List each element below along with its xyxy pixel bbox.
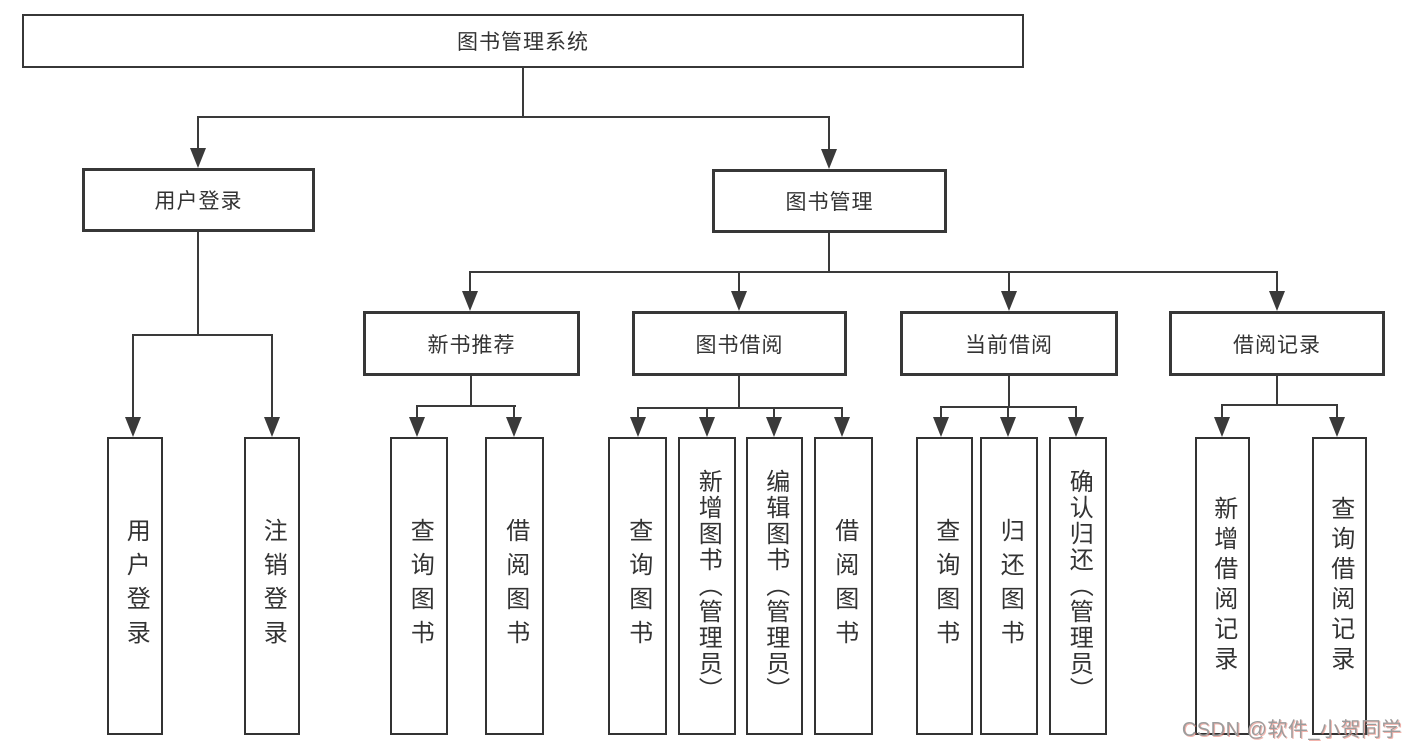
- leaf-add-books-admin: 新增图书（管理员）: [678, 437, 736, 735]
- connector-line: [1008, 376, 1010, 408]
- connector-line: [1075, 406, 1077, 418]
- connector-line: [738, 376, 740, 409]
- arrow-down-icon: [1329, 417, 1345, 437]
- leaf-borrow-books-recommend: 借阅图书: [485, 437, 544, 735]
- connector-line: [637, 407, 843, 409]
- node-book-management-label: 图书管理: [785, 191, 874, 214]
- leaf-user-login-label: 用户登录: [122, 518, 150, 654]
- connector-line: [271, 334, 273, 417]
- node-borrow-records-label: 借阅记录: [1233, 333, 1321, 357]
- arrow-down-icon: [731, 291, 747, 311]
- arrow-down-icon: [1001, 291, 1017, 311]
- node-current-borrow: 当前借阅: [900, 311, 1118, 376]
- connector-line: [1221, 404, 1223, 418]
- arrow-down-icon: [409, 417, 425, 437]
- leaf-borrow-books-recommend-label: 借阅图书: [501, 518, 529, 654]
- connector-line: [828, 233, 830, 273]
- connector-line: [197, 116, 830, 118]
- node-book-management: 图书管理: [712, 169, 947, 233]
- connector-line: [416, 405, 516, 407]
- connector-line: [469, 271, 471, 293]
- node-new-book-recommend: 新书推荐: [363, 311, 580, 376]
- connector-line: [1007, 406, 1009, 418]
- connector-line: [470, 376, 472, 407]
- connector-line: [940, 406, 942, 418]
- arrow-down-icon: [190, 148, 206, 168]
- arrow-down-icon: [766, 417, 782, 437]
- connector-line: [738, 271, 740, 293]
- arrow-down-icon: [264, 417, 280, 437]
- node-root-label: 图书管理系统: [457, 31, 589, 54]
- connector-line: [132, 334, 134, 417]
- leaf-query-books-recommend-label: 查询图书: [406, 518, 434, 654]
- connector-line: [197, 232, 199, 336]
- node-book-borrow-label: 图书借阅: [695, 333, 784, 357]
- arrow-down-icon: [125, 417, 141, 437]
- arrow-down-icon: [1068, 417, 1084, 437]
- leaf-logout-label: 注销登录: [259, 518, 287, 654]
- arrow-down-icon: [1000, 417, 1016, 437]
- connector-line: [1221, 404, 1338, 406]
- leaf-query-books-current-label: 查询图书: [931, 518, 959, 654]
- leaf-add-borrow-record-label: 新增借阅记录: [1209, 496, 1237, 676]
- arrow-down-icon: [506, 417, 522, 437]
- connector-line: [773, 407, 775, 418]
- connector-line: [637, 407, 639, 418]
- arrow-down-icon: [630, 417, 646, 437]
- node-new-book-recommend-label: 新书推荐: [427, 333, 516, 357]
- leaf-add-books-admin-label: 新增图书（管理员）: [694, 469, 722, 703]
- leaf-query-books-borrow: 查询图书: [608, 437, 667, 735]
- leaf-query-books-recommend: 查询图书: [390, 437, 448, 735]
- arrow-down-icon: [1269, 291, 1285, 311]
- node-current-borrow-label: 当前借阅: [965, 333, 1053, 357]
- connector-line: [1276, 271, 1278, 293]
- arrow-down-icon: [821, 149, 837, 169]
- watermark: CSDN @软件_小贺同学: [1181, 719, 1402, 741]
- connector-line: [469, 271, 1278, 273]
- connector-line: [522, 68, 524, 118]
- node-borrow-records: 借阅记录: [1169, 311, 1385, 376]
- leaf-user-login: 用户登录: [107, 437, 163, 735]
- node-user-login-label: 用户登录: [154, 190, 243, 213]
- leaf-query-borrow-record-label: 查询借阅记录: [1326, 496, 1354, 676]
- leaf-edit-books-admin: 编辑图书（管理员）: [746, 437, 803, 735]
- connector-line: [841, 407, 843, 418]
- leaf-query-borrow-record: 查询借阅记录: [1312, 437, 1367, 735]
- leaf-return-books-label: 归还图书: [996, 518, 1024, 654]
- connector-line: [1008, 271, 1010, 293]
- arrow-down-icon: [699, 417, 715, 437]
- node-root: 图书管理系统: [22, 14, 1024, 68]
- leaf-logout: 注销登录: [244, 437, 300, 735]
- leaf-query-books-current: 查询图书: [916, 437, 973, 735]
- leaf-add-borrow-record: 新增借阅记录: [1195, 437, 1250, 735]
- connector-line: [416, 405, 418, 418]
- leaf-return-books: 归还图书: [980, 437, 1038, 735]
- leaf-edit-books-admin-label: 编辑图书（管理员）: [761, 469, 789, 703]
- connector-line: [828, 116, 830, 150]
- arrow-down-icon: [933, 417, 949, 437]
- connector-line: [706, 407, 708, 418]
- leaf-borrow-books-label: 借阅图书: [830, 518, 858, 654]
- connector-line: [132, 334, 273, 336]
- arrow-down-icon: [834, 417, 850, 437]
- connector-line: [197, 116, 199, 150]
- connector-line: [1276, 376, 1278, 406]
- leaf-borrow-books: 借阅图书: [814, 437, 873, 735]
- node-book-borrow: 图书借阅: [632, 311, 847, 376]
- arrow-down-icon: [1214, 417, 1230, 437]
- node-user-login: 用户登录: [82, 168, 315, 232]
- arrow-down-icon: [462, 291, 478, 311]
- connector-line: [1336, 404, 1338, 418]
- leaf-confirm-return-admin: 确认归还（管理员）: [1049, 437, 1107, 735]
- leaf-confirm-return-admin-label: 确认归还（管理员）: [1065, 469, 1093, 703]
- connector-line: [513, 405, 515, 418]
- leaf-query-books-borrow-label: 查询图书: [624, 518, 652, 654]
